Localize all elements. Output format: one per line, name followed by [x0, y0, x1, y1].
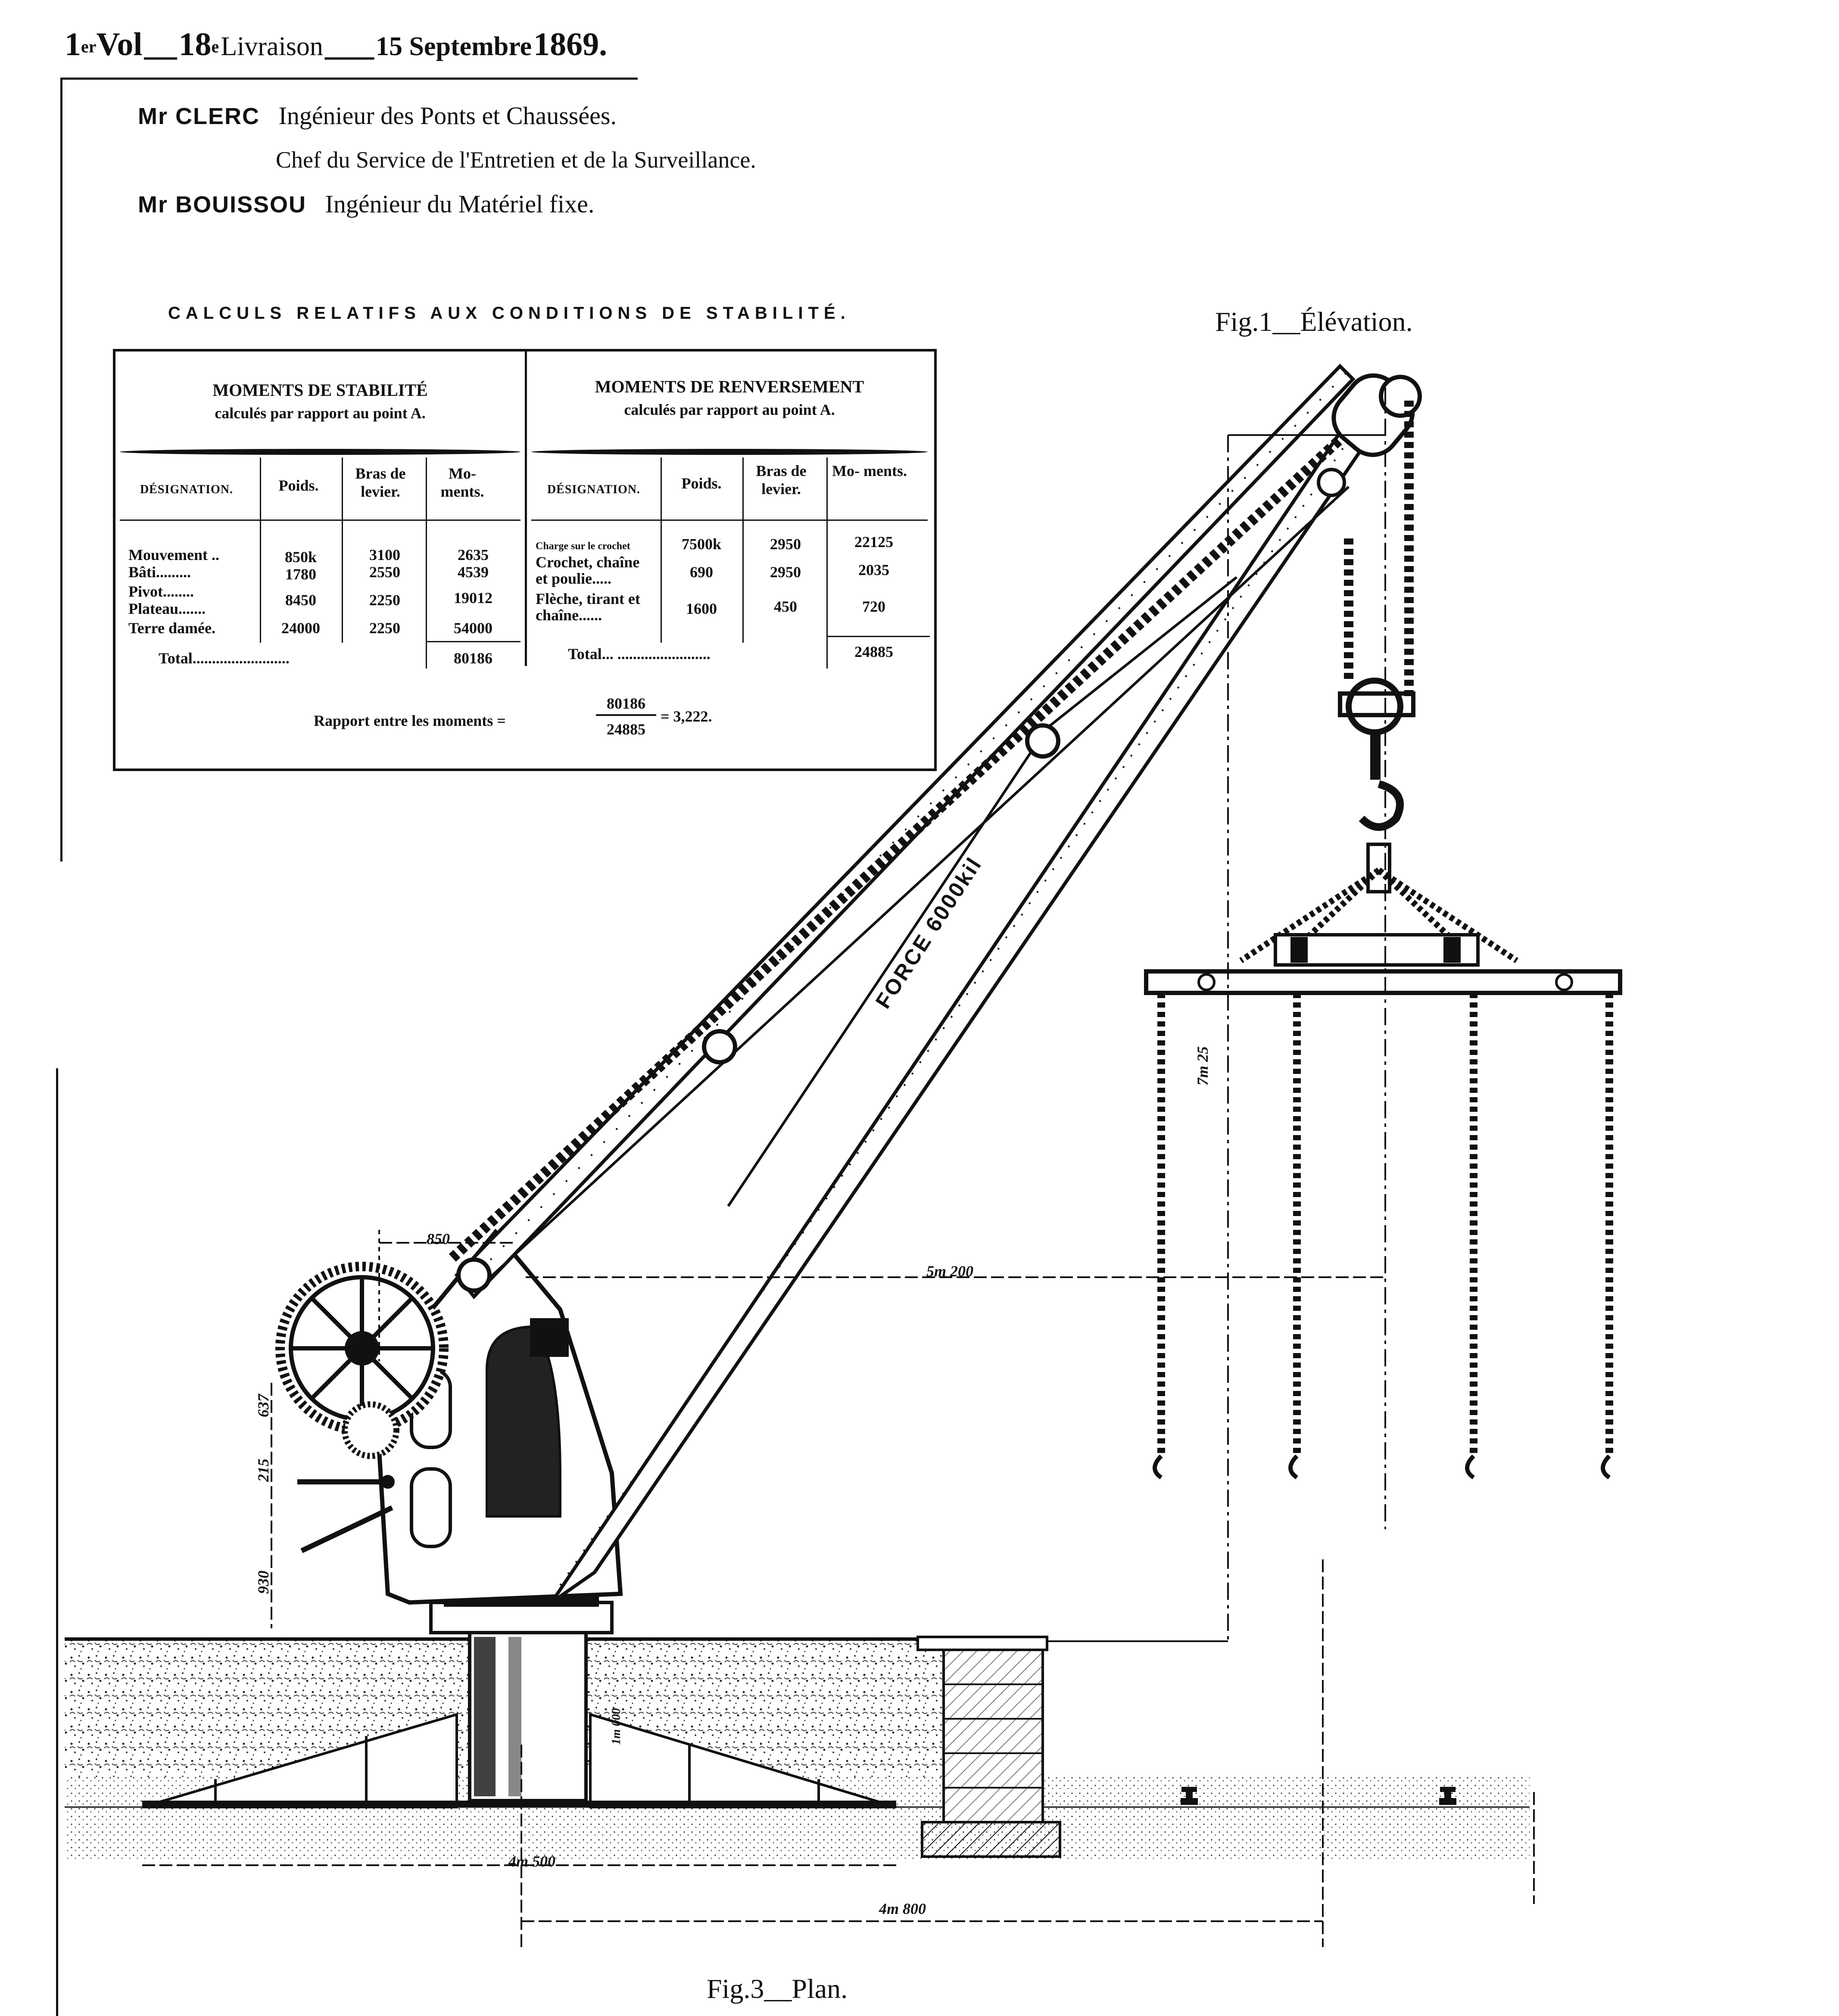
left-total-label: Total......................... — [159, 650, 290, 667]
left-col-designation: DÉSIGNATION. — [140, 483, 234, 496]
left-row-4-bras: 2250 — [369, 591, 400, 609]
left-row-4-designation: Plateau....... — [128, 600, 206, 617]
left-row-2-bras: 2550 — [369, 563, 400, 581]
dimension-lines — [142, 388, 1535, 1947]
right-col-poids: Poids. — [681, 475, 722, 492]
left-row-1-bras: 3100 — [369, 546, 400, 563]
right-total-value: 24885 — [854, 643, 893, 660]
engineer-bouissou-role: Ingénieur du Matériel fixe. — [325, 190, 595, 218]
masonry-pier — [916, 1636, 1061, 1858]
right-table-swash — [531, 449, 928, 455]
ratio-result: = 3,222. — [661, 708, 712, 725]
left-row-2-poids: 1780 — [285, 566, 316, 583]
left-col-bras: Bras de levier. — [355, 465, 406, 500]
rails — [1181, 1787, 1456, 1805]
left-total-value: 80186 — [454, 650, 492, 667]
engineer-line-2: Chef du Service de l'Entretien et de la … — [276, 146, 756, 173]
left-table-swash — [120, 449, 521, 455]
issue-year: 1869. — [533, 26, 608, 62]
stability-table: MOMENTS DE STABILITÉ calculés par rappor… — [113, 349, 937, 771]
right-row-3-designation: Flèche, tirant et chaîne...... — [536, 590, 640, 624]
livraison-number: 18 — [178, 26, 212, 62]
left-row-5-bras: 2250 — [369, 619, 400, 637]
left-row-5-designation: Terre damée. — [128, 619, 215, 637]
fig3-label: Fig.3__Plan. — [707, 1973, 848, 2004]
page-header: 1erVol __ 18e Livraison ___ 15 Septembre… — [65, 26, 608, 62]
pivot-post — [429, 1594, 614, 1802]
engineer-bouissou-name: Mr BOUISSOU — [138, 192, 307, 218]
left-frame-line-top — [60, 78, 62, 862]
gear-wheel — [275, 1262, 449, 1553]
hoist-assembly — [1239, 401, 1518, 963]
header-rule — [60, 78, 638, 80]
right-row-1-poids: 7500k — [681, 535, 722, 553]
ratio-label: Rapport entre les moments = — [314, 712, 506, 729]
engineer-clerc-role: Ingénieur des Ponts et Chaussées. — [278, 102, 617, 130]
left-row-4-moments: 19012 — [454, 589, 492, 607]
volume-label: Vol — [96, 26, 143, 62]
right-col-designation: DÉSIGNATION. — [547, 483, 641, 496]
left-table-subtitle: calculés par rapport au point A. — [215, 404, 426, 422]
left-row-5-poids: 24000 — [281, 619, 320, 637]
ratio-numerator: 80186 — [607, 695, 645, 712]
left-frame-line-bottom — [56, 1068, 58, 2016]
right-table-title: MOMENTS DE RENVERSEMENT — [595, 377, 864, 396]
spreader-beam — [1144, 933, 1622, 995]
right-table-subtitle: calculés par rapport au point A. — [624, 401, 835, 418]
dim-4m500: 4m 500 — [508, 1853, 556, 1870]
engineer-line-3: Mr BOUISSOU Ingénieur du Matériel fixe. — [138, 190, 594, 218]
left-row-2-designation: Bâti......... — [128, 563, 191, 581]
left-row-1-moments: 2635 — [458, 546, 489, 563]
left-row-1-poids: 850k — [284, 548, 317, 566]
engineer-clerc-service: Chef du Service de l'Entretien et de la … — [276, 147, 756, 173]
volume-sup: er — [81, 37, 97, 56]
left-col-poids: Poids. — [278, 477, 319, 494]
right-row-1-bras: 2950 — [770, 535, 801, 553]
dim-1m000: 1m 000 — [610, 1708, 623, 1745]
left-row-5-moments: 54000 — [454, 619, 492, 637]
jib-boom — [449, 364, 1422, 1604]
dim-930: 930 — [255, 1571, 272, 1594]
dim-850: 850 — [427, 1230, 450, 1248]
ratio-denominator: 24885 — [607, 721, 645, 738]
foundation-earth — [65, 1637, 1530, 1859]
right-row-1-designation: Charge sur le crochet — [536, 541, 630, 552]
right-row-1-moments: 22125 — [854, 533, 893, 551]
engineer-line-1: Mr CLERC Ingénieur des Ponts et Chaussée… — [138, 101, 617, 130]
issue-date: 15 Septembre — [375, 32, 532, 61]
left-col-moments: Mo- ments. — [440, 465, 484, 500]
livraison-label: Livraison — [221, 32, 323, 61]
left-table-title: MOMENTS DE STABILITÉ — [212, 380, 428, 400]
right-total-label: Total... ........................ — [568, 645, 711, 663]
right-col-bras: Bras de levier. — [756, 462, 807, 498]
right-row-2-designation: Crochet, chaîne et poulie..... — [536, 554, 640, 587]
dim-5m200: 5m 200 — [926, 1263, 974, 1280]
right-col-moments: Mo- ments. — [832, 462, 907, 479]
dim-4m800: 4m 800 — [879, 1900, 926, 1917]
calc-title: CALCULS RELATIFS AUX CONDITIONS DE STABI… — [168, 304, 851, 323]
dim-215: 215 — [255, 1459, 272, 1482]
right-row-2-bras: 2950 — [770, 563, 801, 581]
right-row-3-moments: 720 — [862, 598, 885, 615]
volume-number: 1 — [65, 26, 81, 62]
engineer-clerc-name: Mr CLERC — [138, 103, 260, 129]
dim-7m25: 7m 25 — [1194, 1046, 1211, 1086]
right-row-3-poids: 1600 — [686, 600, 717, 617]
right-row-2-poids: 690 — [690, 563, 713, 581]
left-row-1-designation: Mouvement .. — [128, 546, 219, 563]
livraison-sup: e — [211, 37, 219, 56]
right-row-2-moments: 2035 — [858, 561, 889, 579]
dim-637: 637 — [255, 1394, 272, 1417]
hanging-chains — [1153, 993, 1613, 1480]
right-row-3-bras: 450 — [774, 598, 797, 615]
left-row-2-moments: 4539 — [458, 563, 489, 581]
left-row-4-poids: 8450 — [285, 591, 316, 609]
ratio-fraction-bar — [596, 714, 656, 716]
fig1-label: Fig.1__Élévation. — [1215, 306, 1413, 337]
left-row-3-designation: Pivot........ — [128, 583, 194, 600]
